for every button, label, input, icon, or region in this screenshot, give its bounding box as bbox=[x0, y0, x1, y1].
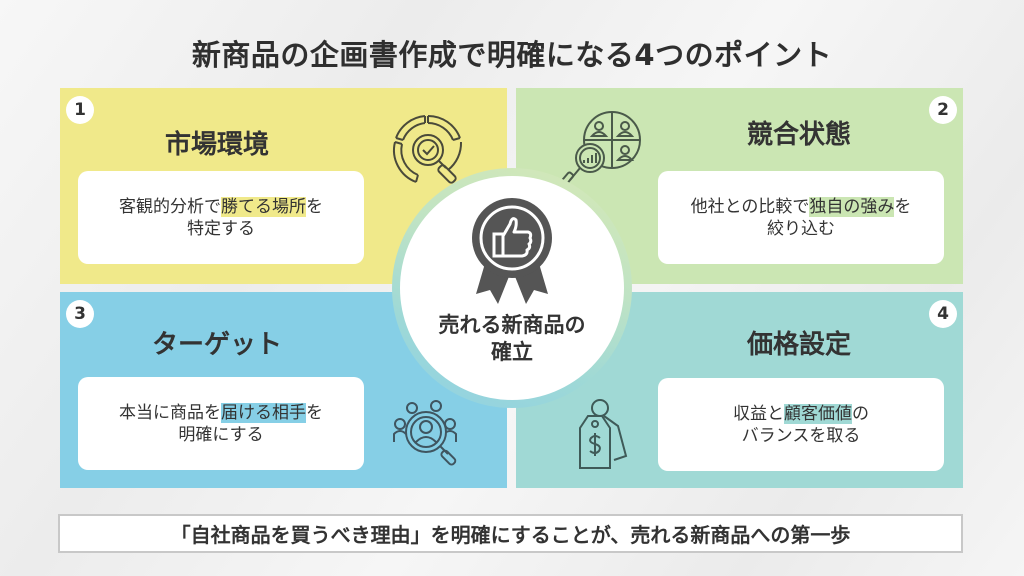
panel-title: 競合状態 bbox=[746, 120, 851, 150]
panel-description-card: 本当に商品を届ける相手を 明確にする bbox=[78, 377, 364, 470]
description-text: 他社との比較で bbox=[690, 196, 810, 217]
center-line-1: 売れる新商品の bbox=[438, 313, 586, 337]
description-highlight: 顧客価値 bbox=[784, 403, 852, 424]
center-goal-circle: 売れる新商品の 確立 bbox=[400, 176, 624, 400]
description-text: 客観的分析で bbox=[119, 196, 221, 217]
panel-number-badge: 2 bbox=[929, 96, 957, 124]
panel-market-environment: 1 市場環境 客観的分析で勝てる場所を 特定する bbox=[60, 88, 507, 284]
description-text: 絞り込む bbox=[767, 218, 835, 239]
description-text: を bbox=[306, 196, 323, 217]
center-goal-text: 売れる新商品の 確立 bbox=[400, 312, 624, 366]
panel-number-badge: 1 bbox=[66, 96, 94, 124]
market-analysis-magnifier-icon bbox=[393, 114, 463, 184]
price-tag-icon bbox=[579, 399, 628, 469]
thumbs-up-medal-icon bbox=[472, 198, 552, 304]
panel-title: 価格設定 bbox=[746, 330, 851, 360]
description-highlight: 届ける相手 bbox=[221, 402, 306, 423]
panel-number-badge: 4 bbox=[929, 300, 957, 328]
description-text: 本当に商品を bbox=[119, 402, 221, 423]
center-line-2: 確立 bbox=[491, 340, 533, 364]
panel-title: 市場環境 bbox=[164, 130, 269, 160]
description-text: 特定する bbox=[187, 218, 255, 239]
panel-description-card: 他社との比較で独自の強みを 絞り込む bbox=[658, 171, 944, 264]
footer-message: 「自社商品を買うべき理由」を明確にすることが、売れる新商品への第一歩 bbox=[58, 514, 963, 553]
panel-competition: 2 競合状態 他社との比較で独自の強みを 絞り込む bbox=[516, 88, 963, 284]
description-text: 明確にする bbox=[178, 424, 264, 445]
description-text: の bbox=[852, 403, 869, 424]
description-text: 収益と bbox=[733, 403, 784, 424]
panel-description-card: 客観的分析で勝てる場所を 特定する bbox=[78, 171, 364, 264]
description-highlight: 勝てる場所 bbox=[221, 196, 306, 217]
panel-number-badge: 3 bbox=[66, 300, 94, 328]
target-audience-search-icon bbox=[393, 400, 457, 466]
description-highlight: 独自の強み bbox=[809, 196, 895, 217]
panel-description-card: 収益と顧客価値の バランスを取る bbox=[658, 378, 944, 471]
description-text: を bbox=[306, 402, 323, 423]
competitor-analysis-icon bbox=[562, 111, 641, 187]
description-text: バランスを取る bbox=[741, 425, 861, 446]
description-text: を bbox=[894, 196, 912, 217]
page-title: 新商品の企画書作成で明確になる4つのポイント bbox=[191, 38, 833, 72]
panel-title: ターゲット bbox=[151, 330, 282, 360]
